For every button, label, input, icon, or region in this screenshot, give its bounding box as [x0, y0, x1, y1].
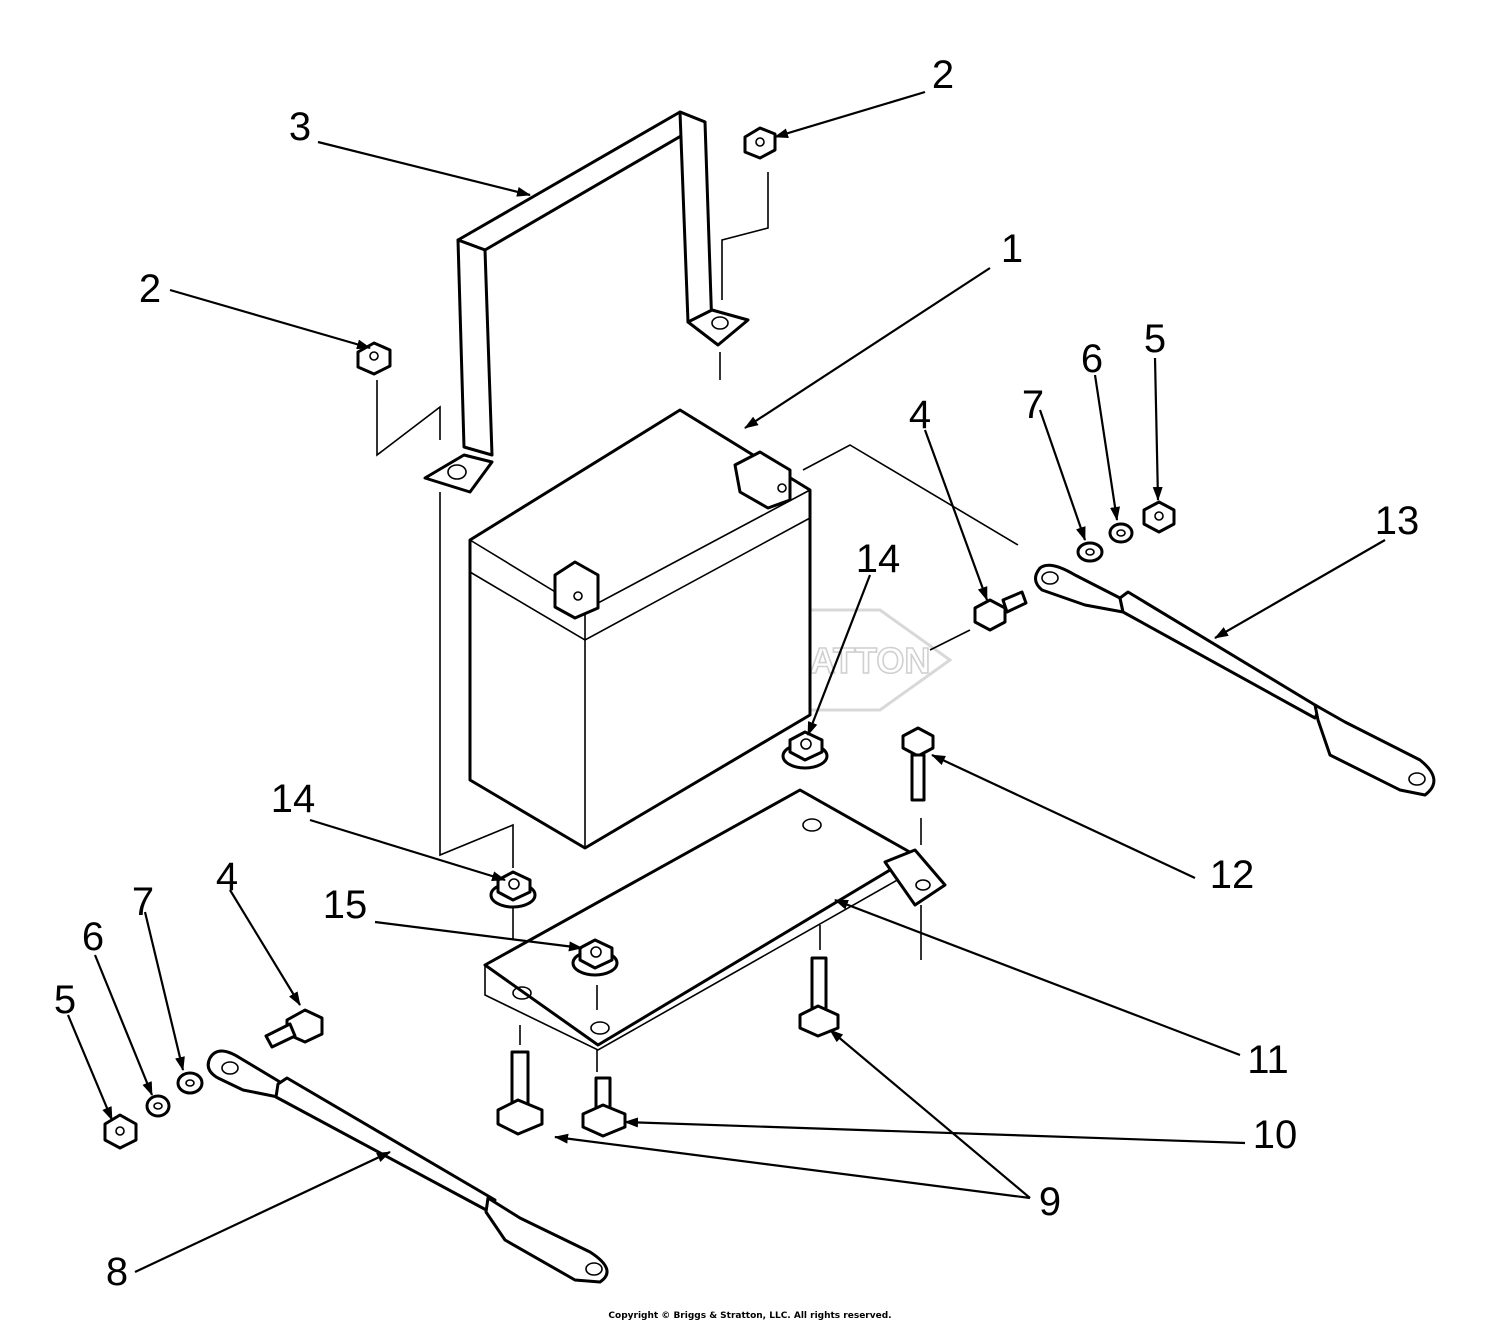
battery-cable-8 [206, 1049, 609, 1284]
callout-15: 15 [323, 883, 368, 927]
bolt-10 [581, 1076, 627, 1138]
nut-5-right [1142, 500, 1176, 534]
flange-nut-left [489, 870, 537, 909]
battery-cable-13 [1034, 563, 1436, 797]
callout-8: 8 [106, 1250, 128, 1294]
copyright-notice: Copyright © Briggs & Stratton, LLC. All … [608, 1311, 891, 1321]
washer-7-left [176, 1071, 204, 1095]
bolt-9-left [496, 1050, 544, 1136]
callout-4-right: 4 [909, 393, 931, 437]
callout-7-right: 7 [1022, 383, 1044, 427]
washer-7-right [1076, 541, 1104, 563]
battery [468, 408, 812, 850]
callout-5-left: 5 [54, 978, 76, 1022]
lock-washer-6-right [1108, 522, 1134, 544]
callout-1: 1 [1001, 227, 1023, 271]
callout-14-right: 14 [856, 537, 901, 581]
nut-5-left [103, 1113, 138, 1150]
callout-3: 3 [289, 105, 311, 149]
terminal-bolt-right [973, 590, 1028, 632]
callouts: 2 3 1 2 5 6 7 4 13 14 14 12 4 7 15 6 5 1… [54, 53, 1419, 1294]
callout-13: 13 [1375, 499, 1420, 543]
callout-2-left: 2 [139, 267, 161, 311]
leader-lines [66, 90, 1386, 1273]
callout-12: 12 [1210, 853, 1255, 897]
hold-down-strap [423, 110, 750, 494]
flange-nut-right [781, 730, 829, 770]
lock-washer-6-left [145, 1094, 171, 1118]
callout-7-left: 7 [132, 880, 154, 924]
callout-6-left: 6 [82, 915, 104, 959]
callout-10: 10 [1253, 1113, 1298, 1157]
strap-nut-left [356, 341, 392, 376]
bolt-9-right [798, 956, 840, 1038]
alignment-lines [376, 172, 1019, 1072]
flange-nut-center [571, 938, 619, 977]
callout-11: 11 [1247, 1038, 1289, 1082]
strap-nut-top [743, 126, 777, 160]
callout-2-top: 2 [932, 53, 954, 97]
callout-5-right: 5 [1144, 317, 1166, 361]
callout-6-right: 6 [1081, 337, 1103, 381]
callout-4-left: 4 [216, 855, 238, 899]
callout-9: 9 [1039, 1180, 1061, 1224]
bolt-12 [901, 726, 935, 802]
callout-14-left: 14 [271, 777, 316, 821]
terminal-bolt-left [264, 1008, 324, 1049]
battery-tray [483, 788, 947, 1051]
